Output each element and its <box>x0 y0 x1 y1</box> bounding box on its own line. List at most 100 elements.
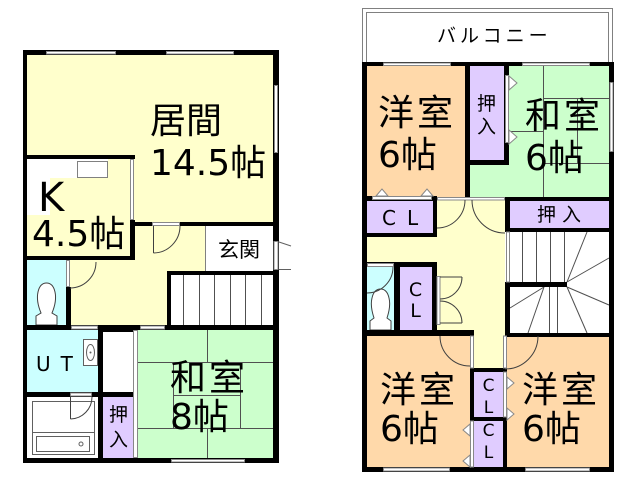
stair-wall-top <box>167 271 277 275</box>
closet-north-sliding-door <box>505 75 509 143</box>
closet-cl-north-label: CL <box>382 206 430 230</box>
japanese-room-6-size: 6帖 <box>525 138 584 179</box>
stair-wall-left <box>167 271 171 327</box>
sw-room-door-frame <box>470 335 474 369</box>
wall-cl-north-bottom <box>362 233 437 237</box>
bathtub-icon <box>32 401 95 455</box>
stair-treads <box>183 275 262 325</box>
kitchen-partition <box>130 159 134 220</box>
tatami-lines-6 <box>509 66 609 197</box>
utility-door-frame <box>71 325 98 330</box>
entrance-label: 玄関 <box>218 238 260 262</box>
western-room-north <box>367 66 465 197</box>
closet-cl-south-upper <box>474 372 503 417</box>
bathtub-drain-icon <box>78 441 84 447</box>
cl-north-sliding-door <box>372 196 432 200</box>
walls-2f <box>362 62 614 472</box>
toilet-partition <box>66 260 70 287</box>
doors-2f <box>366 199 539 370</box>
closet-cl-toilet <box>400 267 432 330</box>
wall-cl-toilet-right <box>432 262 437 335</box>
hall-door-west-swing <box>436 199 466 229</box>
wall-stair-middle <box>505 282 567 287</box>
cl-door-lower-swing <box>439 300 463 324</box>
closet-cl-south-lower-label: CL <box>482 421 495 464</box>
wall-stair-left-lower <box>505 282 510 337</box>
living-room-size: 14.5帖 <box>150 143 267 184</box>
toilet-wall-right <box>66 287 71 330</box>
wall-bottom-2f <box>362 467 614 472</box>
kitchen-wall-right <box>130 220 135 260</box>
triangle-marker <box>462 422 471 438</box>
hall-wall <box>130 222 277 226</box>
window-right <box>274 85 278 153</box>
wall-top <box>23 50 279 55</box>
living-room-label: 居間 <box>150 101 223 142</box>
entrance-area <box>205 226 273 271</box>
western-room-north-label: 洋室 <box>378 93 457 134</box>
wall-hall-east-upper <box>505 197 510 232</box>
triangle-marker <box>419 188 435 197</box>
washbasin-drain-icon <box>89 351 92 354</box>
wall-cl-north-right <box>433 196 437 237</box>
hall-door-east-swing <box>471 199 506 234</box>
closet-cl-south-upper-label: CL <box>482 376 495 419</box>
cl-upper-sliding-door <box>503 371 507 418</box>
staircase-2f <box>509 231 610 334</box>
bath-door-swing <box>70 396 93 420</box>
hall-door-swing <box>153 225 181 254</box>
storage-wall-top <box>98 325 138 332</box>
window-bottom <box>171 459 245 463</box>
storage-area <box>103 332 133 392</box>
stair-area <box>171 275 273 325</box>
wall-closet-east-bottom <box>505 228 614 232</box>
western-room-southeast-size: 6帖 <box>522 409 581 450</box>
triangle-marker <box>374 188 390 197</box>
floor-1 <box>23 50 292 463</box>
western-room-southeast-label: 洋室 <box>522 370 601 411</box>
closet-north <box>470 66 504 160</box>
floor-2 <box>362 8 614 472</box>
western-room-southwest <box>367 336 470 467</box>
sw-room-door-swing <box>439 335 471 367</box>
windows-1f <box>46 51 278 463</box>
balcony <box>362 8 613 63</box>
window-2f-bottom-right <box>525 467 590 472</box>
wall-cl-lower-right <box>503 417 507 472</box>
entrance-door-leaf-top <box>278 241 292 247</box>
toilet-door-swing <box>69 261 97 289</box>
toilet-icon-2f <box>369 288 392 331</box>
cl-door-upper-swing <box>439 276 463 300</box>
window-2f-top-right <box>522 62 590 66</box>
se-room-door-frame <box>503 335 507 369</box>
partitions-2f <box>367 75 510 468</box>
sliding-door-markers <box>374 74 518 469</box>
closet-cl-north <box>367 201 433 233</box>
window-2f-right <box>609 82 614 152</box>
japanese-room-8-size: 8帖 <box>170 397 229 438</box>
bath-door-frame <box>70 392 92 397</box>
closet-north-label: 押入 <box>477 93 497 138</box>
triangle-marker <box>506 406 515 422</box>
wall-toilet-cl <box>394 262 400 330</box>
fixtures-1f <box>32 282 98 455</box>
japanese-room-8-label: 和室 <box>170 358 249 399</box>
entrance-door-frame <box>273 241 279 270</box>
japanese-room-8 <box>138 330 273 458</box>
closet-cl-toilet-label: CL <box>408 279 423 322</box>
washitsu-sliding-door <box>133 330 138 458</box>
closet-label-1f: 押入 <box>109 404 129 451</box>
triangle-marker <box>462 453 471 469</box>
western-room-north-size: 6帖 <box>378 135 437 176</box>
balcony-outer <box>362 8 613 63</box>
wall-cl-block-top <box>470 368 507 372</box>
triangle-marker <box>508 74 518 92</box>
closet-east-label: 押入 <box>537 204 588 226</box>
wall-toilet-bottom <box>362 330 474 336</box>
hall-door-frame <box>152 222 180 226</box>
toilet-door-swing-2f <box>366 266 394 294</box>
triangle-marker <box>506 375 515 391</box>
staircase-1f <box>171 275 273 325</box>
bathtub-basin-icon <box>36 436 90 452</box>
